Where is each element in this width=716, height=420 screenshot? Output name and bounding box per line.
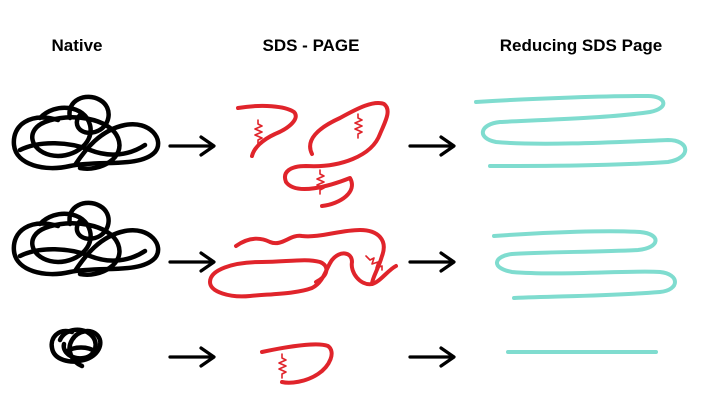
denatured-chain-row3-icon — [260, 342, 334, 385]
arrow-row3-b — [408, 346, 456, 368]
reduced-chain-row1-icon — [474, 94, 688, 168]
arrow-row3-a — [168, 346, 216, 368]
denatured-chain-row1-icon — [236, 101, 390, 208]
denatured-chain-row2-icon — [208, 228, 398, 299]
arrow-row2-b — [408, 251, 456, 273]
arrow-row2-a — [168, 251, 216, 273]
arrow-row1-a — [168, 135, 216, 157]
native-protein-row1-icon — [11, 94, 161, 171]
header-native: Native — [51, 36, 103, 55]
arrow-row1-b — [408, 135, 456, 157]
header-sds-page: SDS - PAGE — [262, 36, 360, 55]
header-reducing-sds-page: Reducing SDS Page — [499, 36, 663, 55]
reduced-chain-row2-icon — [492, 229, 677, 300]
native-protein-row3-icon — [49, 327, 103, 369]
native-protein-row2-icon — [11, 200, 161, 277]
